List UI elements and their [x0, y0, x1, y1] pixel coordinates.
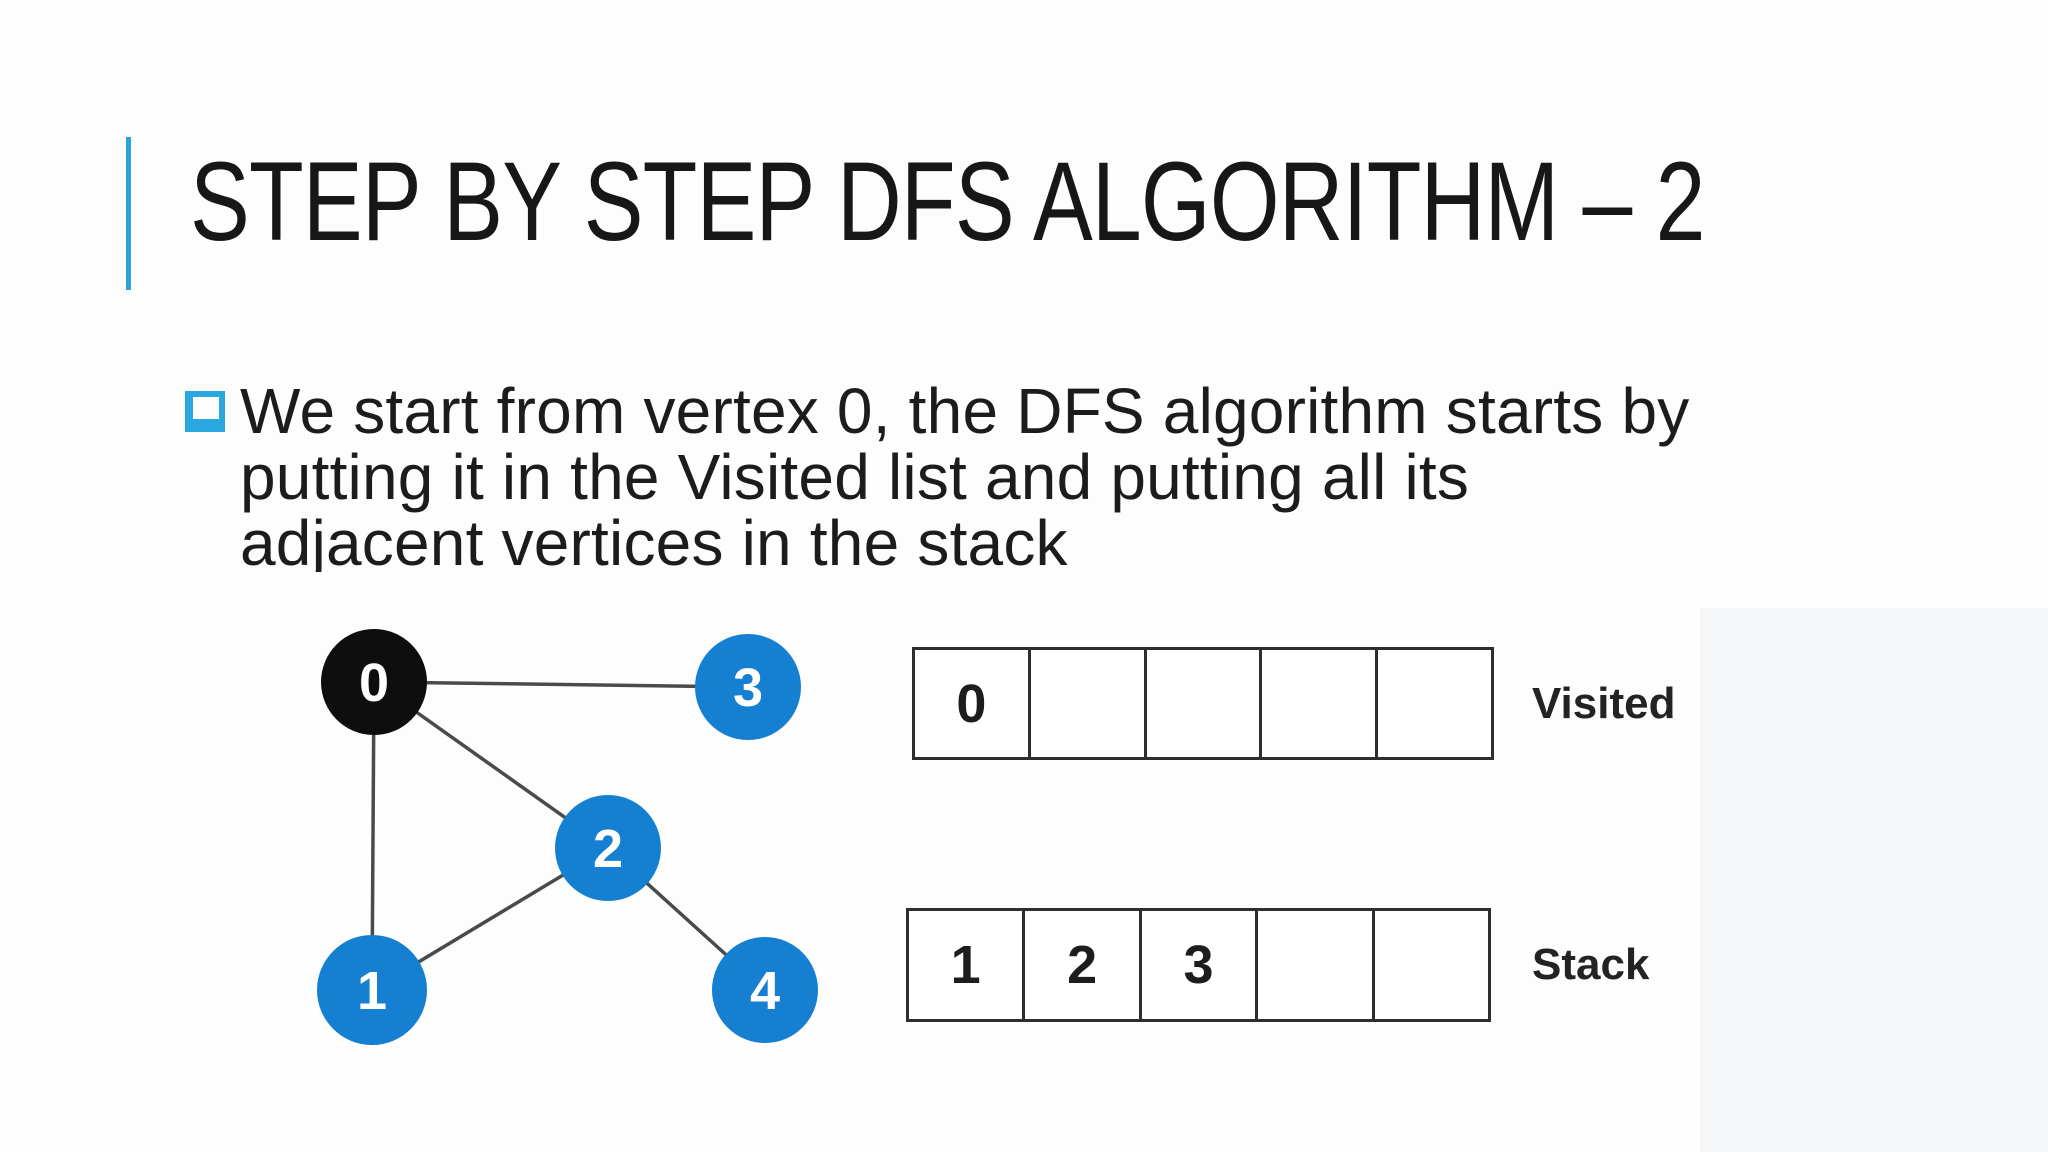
- bullet-line-1: We start from vertex 0, the DFS algorith…: [240, 378, 1690, 447]
- title-accent-bar: [126, 137, 131, 290]
- background-tint: [1700, 608, 2048, 1152]
- bullet-line-3: adjacent vertices in the stack: [240, 507, 1068, 572]
- graph-node-1: [317, 935, 427, 1045]
- bullet-text-block: We start from vertex 0, the DFS algorith…: [185, 378, 1751, 572]
- bullet-paragraph: We start from vertex 0, the DFS algorith…: [185, 378, 1751, 572]
- graph-node-1-label: 1: [357, 961, 387, 1021]
- visited-cell-3: [1262, 650, 1379, 757]
- bullet-square-icon: [185, 391, 225, 432]
- visited-cell-0: 0: [915, 650, 1031, 757]
- graph-node-4: [712, 937, 818, 1043]
- visited-cell-1: [1031, 650, 1147, 757]
- graph-node-2-label: 2: [593, 819, 623, 879]
- visited-cell-2: [1147, 650, 1263, 757]
- graph-node-0-label: 0: [359, 653, 389, 713]
- graph-node-4-label: 4: [750, 961, 780, 1021]
- visited-array: 0: [912, 647, 1494, 760]
- slide-title: STEP BY STEP DFS ALGORITHM – 2: [190, 139, 1705, 264]
- graph-node-2: [555, 795, 661, 901]
- stack-cell-4: [1375, 911, 1488, 1019]
- stack-cell-3: [1258, 911, 1375, 1019]
- graph-node-0: [321, 629, 427, 735]
- stack-cell-2: 3: [1142, 911, 1259, 1019]
- stack-label: Stack: [1532, 940, 1650, 989]
- dfs-graph-diagram: 0 1 2 3 4: [317, 629, 818, 1045]
- stack-cell-0: 1: [909, 911, 1026, 1019]
- bullet-line-2: putting it in the Visited list and putti…: [240, 441, 1470, 513]
- graph-node-3-label: 3: [733, 658, 763, 718]
- visited-cell-4: [1378, 650, 1491, 757]
- graph-edge-0-3: [373, 680, 749, 689]
- graph-node-3: [695, 634, 801, 740]
- stack-cell-1: 2: [1025, 911, 1142, 1019]
- stack-array: 1 2 3: [906, 908, 1491, 1022]
- visited-label: Visited: [1532, 678, 1676, 728]
